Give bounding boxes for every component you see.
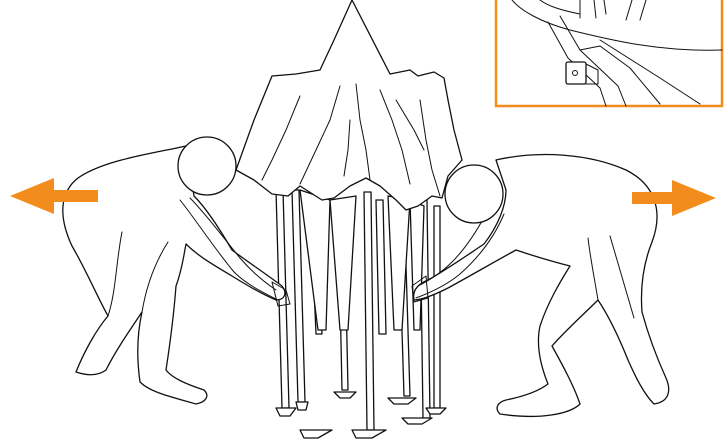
person-left-body [63,146,285,404]
person-right [412,155,669,417]
canopy-frame [236,0,462,438]
canopy-top [236,0,462,210]
detail-inset [496,0,722,106]
person-left-head [178,137,236,195]
person-right-head [445,165,503,223]
